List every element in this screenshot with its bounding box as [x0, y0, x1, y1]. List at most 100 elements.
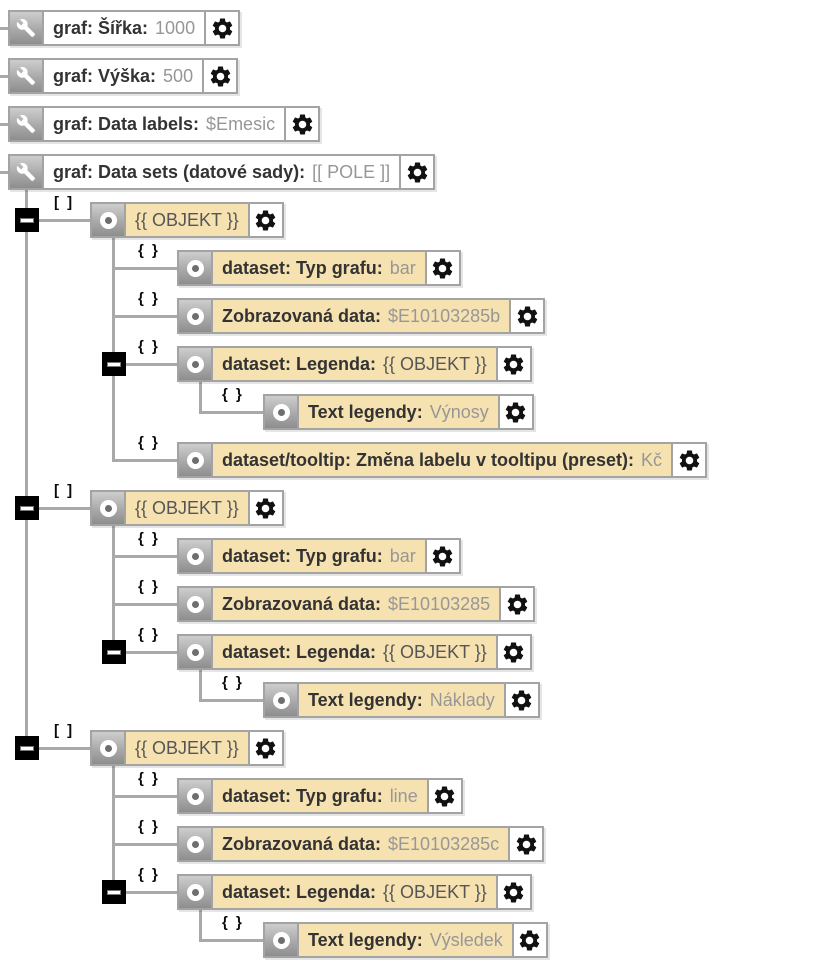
node-label: Text legendy: — [308, 929, 423, 950]
node-label: dataset: Legenda: — [222, 641, 377, 662]
branch-type-label-array: [ ] — [54, 482, 75, 499]
param-label: graf: Šířka: — [53, 17, 149, 38]
gear-button[interactable] — [497, 396, 532, 428]
connector-branch — [39, 507, 90, 510]
param-value: 1000 — [155, 17, 196, 38]
tree-node-typ-grafu-1[interactable]: dataset: Typ grafu: bar — [177, 250, 461, 286]
collapse-minus-icon[interactable] — [102, 352, 126, 376]
param-label-cell: graf: Šířka: 1000 — [44, 12, 205, 44]
collapse-minus-icon[interactable] — [15, 496, 39, 520]
gear-button[interactable] — [426, 780, 461, 812]
param-row-graf-sirka[interactable]: graf: Šířka: 1000 — [8, 10, 241, 46]
tree-node-zobrazovana-data-2[interactable]: Zobrazovaná data: $E10103285 — [177, 586, 536, 622]
tree-node-text-legendy-1[interactable]: Text legendy: Výnosy — [263, 394, 534, 430]
gear-icon — [516, 834, 536, 854]
connector-stub — [0, 123, 10, 126]
param-row-graf-data-labels[interactable]: graf: Data labels: $Emesic — [8, 106, 321, 142]
gear-button[interactable] — [247, 204, 282, 236]
gear-button[interactable] — [202, 60, 237, 92]
tree-node-zobrazovana-data-3[interactable]: Zobrazovaná data: $E10103285c — [177, 826, 545, 862]
tree-node-text-legendy-2[interactable]: Text legendy: Náklady — [263, 682, 540, 718]
tree-node-legenda-2[interactable]: dataset: Legenda: {{ OBJEKT }} — [177, 634, 532, 670]
node-value: Výnosy — [429, 401, 489, 422]
node-label-cell: {{ OBJEKT }} — [126, 204, 248, 236]
node-label: dataset: Legenda: — [222, 353, 377, 374]
gear-button[interactable] — [508, 828, 543, 860]
tree-node-tooltip-1[interactable]: dataset/tooltip: Změna labelu v tooltipu… — [177, 442, 708, 478]
param-value: $Emesic — [206, 113, 276, 134]
node-label: dataset: Typ grafu: — [222, 545, 383, 566]
node-value: bar — [389, 257, 416, 278]
node-value: line — [389, 785, 418, 806]
tree-node-zobrazovana-data-1[interactable]: Zobrazovaná data: $E10103285b — [177, 298, 546, 334]
gear-icon — [520, 930, 540, 950]
node-label-cell: {{ OBJEKT }} — [126, 492, 248, 524]
tree-node-legenda-1[interactable]: dataset: Legenda: {{ OBJEKT }} — [177, 346, 532, 382]
radio-dot-icon — [179, 828, 213, 860]
connector-branch — [112, 459, 177, 462]
connector-branch — [126, 651, 177, 654]
branch-type-label-object: { } — [138, 866, 160, 883]
gear-button[interactable] — [499, 588, 534, 620]
gear-button[interactable] — [247, 492, 282, 524]
gear-button[interactable] — [671, 444, 706, 476]
node-label-cell: Zobrazovaná data: $E10103285 — [213, 588, 500, 620]
radio-dot-icon — [179, 876, 213, 908]
tree-node-legenda-3[interactable]: dataset: Legenda: {{ OBJEKT }} — [177, 874, 532, 910]
gear-button[interactable] — [424, 252, 459, 284]
tree-node-objekt-1[interactable]: {{ OBJEKT }} — [90, 202, 284, 238]
node-label-cell: dataset: Legenda: {{ OBJEKT }} — [213, 636, 496, 668]
connector-trunk-objekt1 — [112, 236, 115, 462]
gear-button[interactable] — [247, 732, 282, 764]
gear-button[interactable] — [399, 156, 434, 188]
tree-node-text-legendy-3[interactable]: Text legendy: Výsledek — [263, 922, 548, 958]
gear-button[interactable] — [511, 924, 546, 956]
param-row-graf-vyska[interactable]: graf: Výška: 500 — [8, 58, 239, 94]
radio-dot-icon — [265, 684, 299, 716]
node-value: bar — [389, 545, 416, 566]
node-label-cell: Text legendy: Náklady — [299, 684, 504, 716]
gear-button[interactable] — [503, 684, 538, 716]
node-value: {{ OBJEKT }} — [135, 209, 239, 230]
wrench-icon — [10, 156, 44, 188]
gear-icon — [504, 642, 524, 662]
gear-button[interactable] — [284, 108, 319, 140]
node-label: Text legendy: — [308, 689, 423, 710]
radio-dot-icon — [179, 588, 213, 620]
collapse-minus-icon[interactable] — [15, 208, 39, 232]
tree-node-typ-grafu-3[interactable]: dataset: Typ grafu: line — [177, 778, 463, 814]
radio-dot-icon — [92, 204, 126, 236]
connector-trunk-main — [25, 190, 28, 750]
branch-type-label-object: { } — [222, 674, 244, 691]
gear-icon — [212, 18, 232, 38]
gear-button[interactable] — [424, 540, 459, 572]
node-label-cell: Text legendy: Výsledek — [299, 924, 512, 956]
gear-button[interactable] — [495, 636, 530, 668]
gear-icon — [512, 690, 532, 710]
param-row-graf-data-sets[interactable]: graf: Data sets (datové sady): [[ POLE ]… — [8, 154, 436, 190]
collapse-minus-icon[interactable] — [102, 880, 126, 904]
node-label-cell: Text legendy: Výnosy — [299, 396, 498, 428]
gear-button[interactable] — [495, 348, 530, 380]
gear-button[interactable] — [204, 12, 239, 44]
node-value: $E10103285 — [388, 593, 491, 614]
branch-type-label-object: { } — [222, 914, 244, 931]
tree-node-typ-grafu-2[interactable]: dataset: Typ grafu: bar — [177, 538, 461, 574]
collapse-minus-icon[interactable] — [102, 640, 126, 664]
wrench-icon — [10, 60, 44, 92]
gear-icon — [504, 354, 524, 374]
param-label: graf: Výška: — [53, 65, 157, 86]
gear-button[interactable] — [495, 876, 530, 908]
radio-dot-icon — [179, 252, 213, 284]
node-label-cell: dataset: Legenda: {{ OBJEKT }} — [213, 348, 496, 380]
tree-node-objekt-2[interactable]: {{ OBJEKT }} — [90, 490, 284, 526]
tree-node-objekt-3[interactable]: {{ OBJEKT }} — [90, 730, 284, 766]
connector-branch — [112, 795, 177, 798]
node-label-cell: dataset: Legenda: {{ OBJEKT }} — [213, 876, 496, 908]
gear-icon — [434, 786, 455, 806]
connector-branch — [126, 363, 177, 366]
node-value: $E10103285b — [388, 305, 501, 326]
gear-button[interactable] — [509, 300, 544, 332]
gear-icon — [517, 306, 537, 326]
collapse-minus-icon[interactable] — [15, 736, 39, 760]
